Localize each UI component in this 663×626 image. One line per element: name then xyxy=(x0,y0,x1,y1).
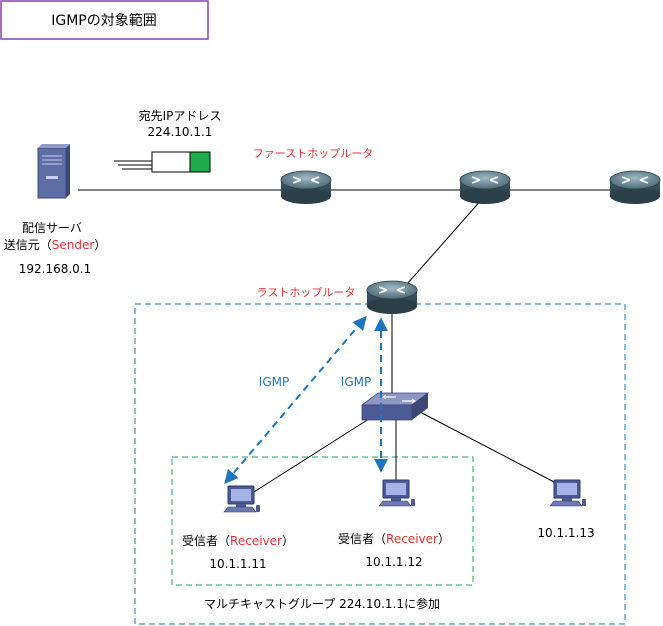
packet-dest-ip: 224.10.1.1 xyxy=(148,125,213,139)
link-router-lasthop xyxy=(399,197,484,293)
receiver-2-ip: 10.1.1.12 xyxy=(365,555,422,569)
title-text: IGMPの対象範囲 xyxy=(51,12,157,29)
igmp-label-2: IGMP xyxy=(341,375,371,389)
last-hop-router-icon xyxy=(366,280,418,314)
last-hop-router-label: ラストホップルータ xyxy=(257,286,356,299)
receiver-2-role-label: 受信者（Receiver） xyxy=(338,532,450,546)
link-switch-host3 xyxy=(419,411,557,484)
sender-name: 配信サーバ xyxy=(22,221,82,235)
first-hop-router-label: ファーストホップルータ xyxy=(253,147,373,160)
igmp-label-1: IGMP xyxy=(259,375,289,389)
title-border xyxy=(0,0,209,40)
multicast-packet-icon xyxy=(114,151,211,173)
host-3-pc-icon xyxy=(549,479,586,507)
first-hop-router-icon xyxy=(280,170,332,204)
title-box: IGMPの対象範囲 xyxy=(0,0,209,40)
sender-ip: 192.168.0.1 xyxy=(19,262,92,276)
receiver-1-role-label: 受信者（Receiver） xyxy=(182,534,294,548)
receiver-1-ip: 10.1.1.11 xyxy=(209,557,266,571)
right-router-icon xyxy=(609,170,661,204)
network-links xyxy=(78,189,635,498)
receiver-1-pc-icon xyxy=(223,485,260,513)
packet-dest-label: 宛先IPアドレス xyxy=(139,108,222,123)
receiver-2-pc-icon xyxy=(378,479,415,507)
multicast-group-label: マルチキャストグループ 224.10.1.1に参加 xyxy=(204,596,440,611)
switch-icon xyxy=(360,392,430,421)
sender-role-label: 送信元（Sender） xyxy=(4,237,107,252)
host-3-ip: 10.1.1.13 xyxy=(537,526,594,540)
middle-router-icon xyxy=(459,170,511,204)
sender-server-icon xyxy=(37,144,70,199)
